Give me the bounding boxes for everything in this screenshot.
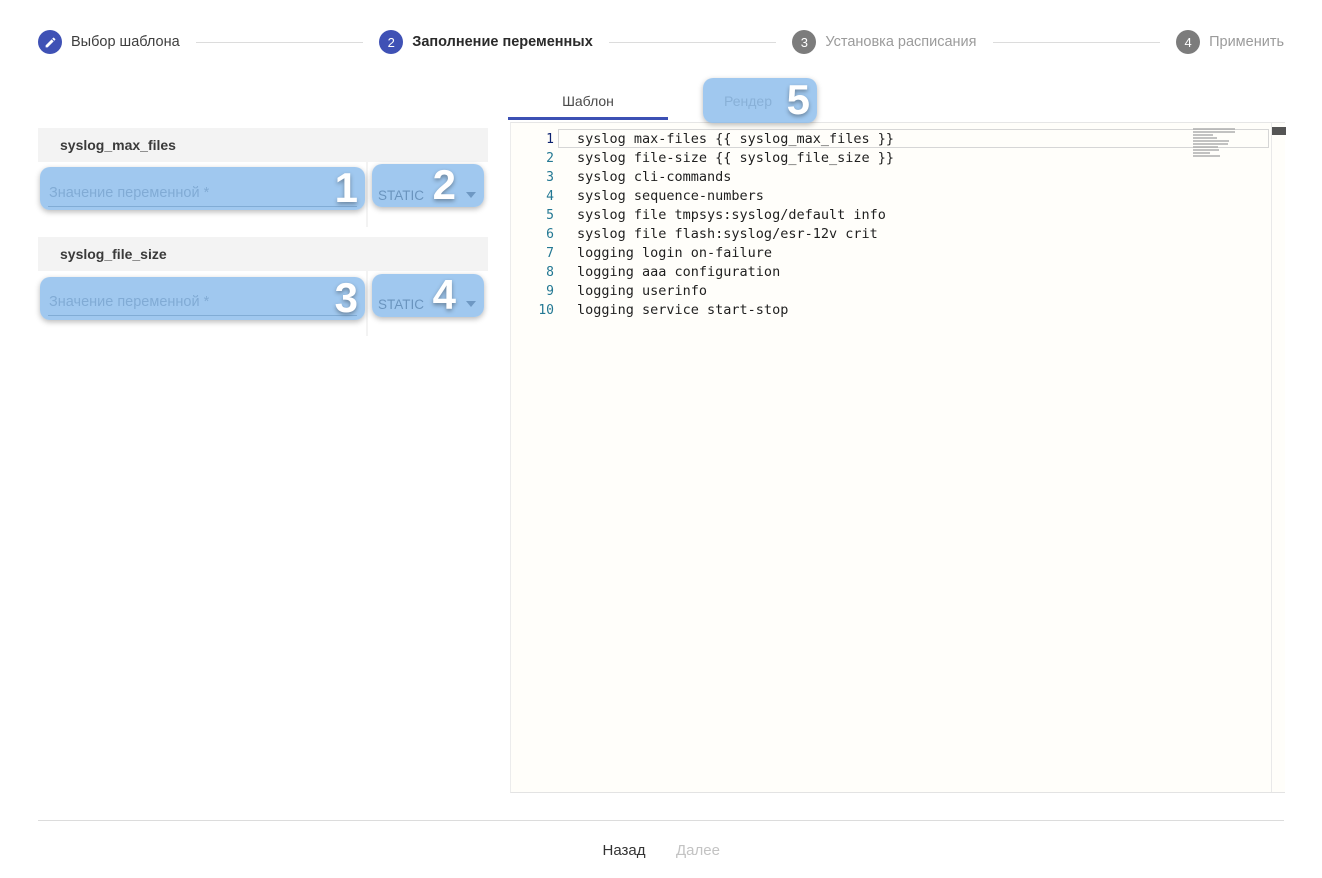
variable-card-syslog-max-files: syslog_max_files Значение переменной * S… — [38, 128, 488, 227]
step-number-badge: 3 — [792, 30, 817, 54]
step-select-template[interactable]: Выбор шаблона — [38, 30, 180, 54]
tab-template[interactable]: Шаблон — [508, 80, 668, 122]
scrollbar-thumb[interactable] — [1272, 127, 1286, 135]
template-code-editor[interactable]: 1 syslog max-files {{ syslog_max_files }… — [510, 122, 1286, 793]
step-label: Заполнение переменных — [412, 34, 593, 50]
line-text: syslog file flash:syslog/esr-12v crit — [577, 226, 878, 242]
line-number: 4 — [546, 189, 554, 204]
code-line: 9 logging userinfo — [511, 282, 1285, 301]
code-line: 1 syslog max-files {{ syslog_max_files }… — [511, 130, 1285, 149]
line-text: syslog cli-commands — [577, 169, 732, 185]
variable-card-body: Значение переменной * STATIC — [38, 162, 488, 227]
scrollbar-track — [1271, 123, 1272, 792]
step-number-badge: 4 — [1176, 30, 1201, 54]
line-text: logging aaa configuration — [577, 264, 781, 280]
minimap-line — [1193, 137, 1217, 139]
line-number: 3 — [546, 170, 554, 185]
next-button-disabled[interactable]: Далее — [666, 838, 730, 862]
minimap-line — [1193, 131, 1235, 133]
stepper-connector — [992, 41, 1161, 43]
code-line: 2 syslog file-size {{ syslog_file_size }… — [511, 149, 1285, 168]
chevron-down-icon — [466, 301, 476, 307]
line-text: syslog file-size {{ syslog_file_size }} — [577, 150, 894, 166]
step-number-badge: 2 — [379, 30, 404, 54]
variable-name: syslog_file_size — [60, 246, 167, 262]
code-line: 4 syslog sequence-numbers — [511, 187, 1285, 206]
code-line: 8 logging aaa configuration — [511, 263, 1285, 282]
minimap-line — [1193, 152, 1210, 154]
minimap-line — [1193, 146, 1218, 148]
footer-divider — [38, 820, 1284, 821]
variable-value-input[interactable]: Значение переменной * — [38, 271, 366, 336]
step-label: Установка расписания — [825, 34, 977, 50]
variable-card-syslog-file-size: syslog_file_size Значение переменной * S… — [38, 237, 488, 336]
minimap-line — [1193, 140, 1229, 142]
step-fill-variables[interactable]: 2 Заполнение переменных — [379, 30, 593, 54]
line-number: 7 — [546, 246, 554, 261]
code-line: 7 logging login on-failure — [511, 244, 1285, 263]
stepper-connector — [195, 41, 364, 43]
code-line: 5 syslog file tmpsys:syslog/default info — [511, 206, 1285, 225]
step-label: Выбор шаблона — [71, 34, 180, 50]
active-line-highlight — [558, 129, 1269, 148]
code-line: 3 syslog cli-commands — [511, 168, 1285, 187]
variable-type-select[interactable]: STATIC — [368, 162, 488, 227]
editor-minimap[interactable] — [1193, 128, 1243, 158]
input-placeholder: Значение переменной * — [49, 294, 210, 310]
chevron-down-icon — [466, 192, 476, 198]
tab-template-label: Шаблон — [562, 93, 614, 109]
line-number: 5 — [546, 208, 554, 223]
tab-render[interactable]: Рендер — [668, 80, 828, 122]
stepper-connector — [608, 41, 777, 43]
editor-tabs: Шаблон Рендер — [508, 80, 828, 122]
line-text: syslog sequence-numbers — [577, 188, 764, 204]
line-text: logging service start-stop — [577, 302, 789, 318]
line-text: logging userinfo — [577, 283, 708, 299]
selected-type-value: STATIC — [378, 297, 424, 312]
variable-value-input[interactable]: Значение переменной * — [38, 162, 366, 227]
back-button[interactable]: Назад — [592, 838, 656, 862]
line-number: 6 — [546, 227, 554, 242]
input-underline — [48, 315, 357, 316]
line-number: 8 — [546, 265, 554, 280]
step-label: Применить — [1209, 34, 1285, 50]
selected-type-value: STATIC — [378, 188, 424, 203]
line-text: logging login on-failure — [577, 245, 773, 261]
line-number: 9 — [546, 284, 554, 299]
line-number: 10 — [538, 303, 554, 318]
code-lines: 1 syslog max-files {{ syslog_max_files }… — [511, 130, 1285, 320]
wizard-stepper: Выбор шаблона 2 Заполнение переменных 3 … — [0, 24, 1322, 60]
minimap-line — [1193, 143, 1228, 145]
variable-name: syslog_max_files — [60, 137, 176, 153]
line-text: syslog max-files {{ syslog_max_files }} — [577, 131, 894, 147]
minimap-line — [1193, 128, 1235, 130]
active-tab-indicator — [508, 117, 668, 120]
line-number: 1 — [546, 132, 554, 147]
tab-render-label: Рендер — [724, 93, 772, 109]
input-underline — [48, 206, 357, 207]
minimap-line — [1193, 149, 1219, 151]
step-apply: 4 Применить — [1176, 30, 1284, 54]
code-line: 6 syslog file flash:syslog/esr-12v crit — [511, 225, 1285, 244]
line-text: syslog file tmpsys:syslog/default info — [577, 207, 886, 223]
minimap-line — [1193, 134, 1213, 136]
minimap-line — [1193, 155, 1220, 157]
input-placeholder: Значение переменной * — [49, 185, 210, 201]
line-number: 2 — [546, 151, 554, 166]
pencil-icon — [38, 30, 62, 54]
step-set-schedule: 3 Установка расписания — [792, 30, 977, 54]
variable-card-body: Значение переменной * STATIC — [38, 271, 488, 336]
variable-type-select[interactable]: STATIC — [368, 271, 488, 336]
code-line: 10 logging service start-stop — [511, 301, 1285, 320]
